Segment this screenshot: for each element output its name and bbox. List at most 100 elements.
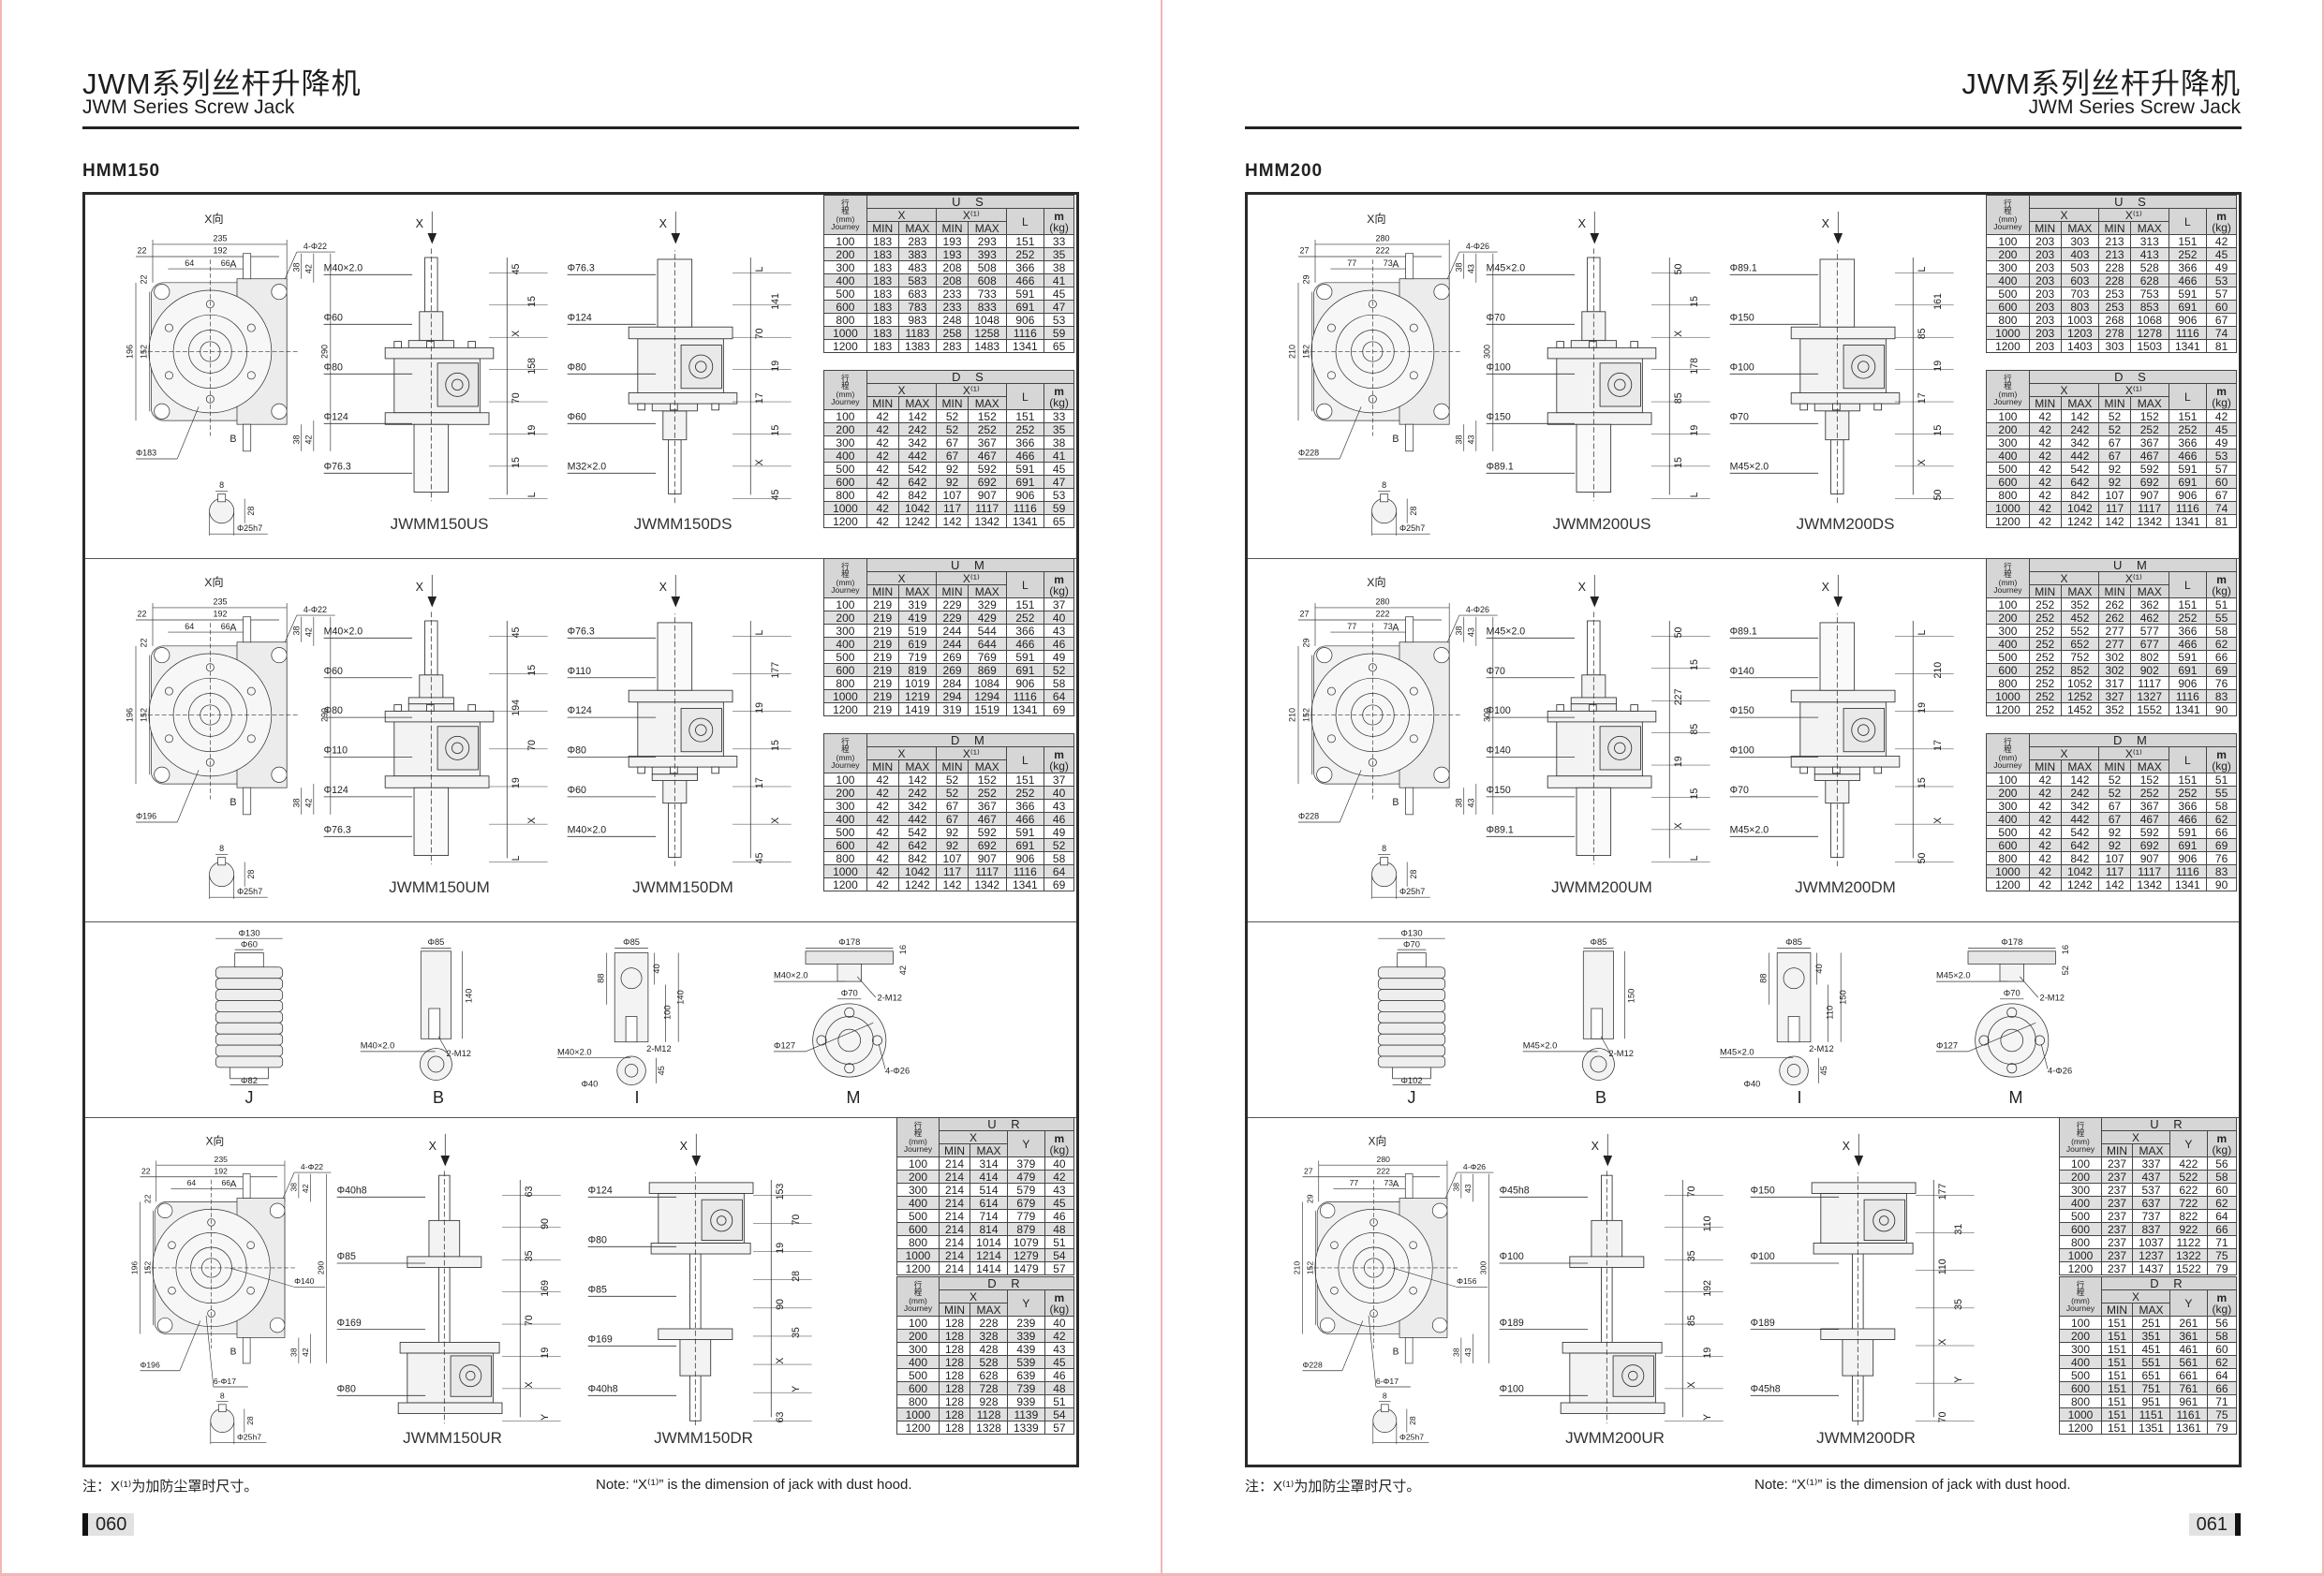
table-cell: 1117	[2129, 676, 2169, 690]
stud	[637, 403, 645, 411]
dimension-label: 66	[221, 622, 230, 631]
thread-bore	[1787, 1016, 1800, 1043]
table-cell: 906	[1005, 313, 1045, 327]
table-cell: 66	[2206, 650, 2237, 664]
table-cell: 879	[1006, 1222, 1045, 1236]
input-shaft-b	[242, 1337, 251, 1364]
table-cell: 1042	[2060, 501, 2100, 515]
page-title-cn: JWM系列丝杆升降机	[82, 67, 362, 100]
dimension-label: 16	[898, 945, 908, 954]
mass-header-line: m	[2216, 1290, 2228, 1304]
table-cell: 342	[2060, 435, 2100, 449]
shaft-section	[1372, 1408, 1398, 1433]
table-cell: 193	[936, 247, 969, 261]
l-header: L	[1005, 208, 1045, 235]
table-title: D S	[866, 370, 1075, 384]
table-cell: 366	[1005, 799, 1045, 813]
table-cell: 1341	[1005, 702, 1045, 716]
thread-bore	[428, 1008, 441, 1039]
dimension-label: A	[1392, 622, 1399, 633]
min-header: MIN	[2028, 584, 2062, 598]
table-cell: 262	[2098, 597, 2131, 611]
table-cell: 1084	[967, 676, 1007, 690]
table-cell: 542	[2060, 825, 2100, 839]
base-plate	[384, 412, 490, 425]
dimension-label: Φ70	[1487, 666, 1505, 677]
page-number: 061	[2188, 1513, 2241, 1536]
table-cell: 1128	[970, 1407, 1008, 1421]
x-header: X	[2100, 1130, 2170, 1144]
table-cell: 42	[866, 773, 899, 787]
table-cell: 45	[2206, 422, 2237, 436]
table-cell: 200	[1986, 247, 2030, 261]
table-cell: 853	[2129, 300, 2169, 314]
dimension-label: 45	[657, 1066, 666, 1075]
dimension-label: 27	[1300, 610, 1310, 619]
table-cell: 252	[2028, 611, 2062, 625]
table-cell: 300	[896, 1342, 940, 1356]
table-cell: 52	[936, 422, 969, 436]
table-cell: 500	[896, 1368, 940, 1382]
table-cell: 183	[866, 247, 899, 261]
table-cell: 42	[866, 799, 899, 813]
page-number-bar	[2235, 1513, 2241, 1536]
dimension-label: 70	[1937, 1411, 1948, 1422]
table-cell: 38	[1044, 260, 1074, 274]
table-cell: 253	[2098, 287, 2131, 301]
table-cell: 400	[896, 1355, 940, 1369]
table-cell: 219	[866, 676, 899, 690]
dimension-label: X	[1937, 1339, 1948, 1346]
table-cell: 802	[2129, 650, 2169, 664]
table-cell: 183	[866, 326, 899, 340]
x-header: X	[866, 571, 938, 585]
dimension-label: 161	[1932, 293, 1944, 310]
table-cell: 1000	[896, 1407, 940, 1421]
table-cell: 100	[1986, 234, 2030, 248]
dimension-label: M45×2.0	[1720, 1047, 1754, 1056]
jack-outline	[1790, 250, 1901, 504]
table-cell: 603	[2060, 273, 2100, 287]
table-cell: 42	[2028, 877, 2062, 891]
x1-header: X⁽¹⁾	[2098, 208, 2169, 222]
table-cell: 600	[2059, 1381, 2102, 1395]
shaft-section	[210, 1408, 235, 1433]
dimension-label: 64	[185, 622, 194, 631]
bolt-hole	[164, 323, 173, 332]
table-cell: 842	[2060, 488, 2100, 502]
table-cell: 462	[2129, 611, 2169, 625]
table-cell: 739	[1006, 1381, 1045, 1395]
dimension-line	[437, 1036, 449, 1053]
dimension-label: Φ196	[136, 812, 156, 821]
bolt-hole	[1409, 686, 1418, 696]
bore-circle	[427, 1055, 445, 1073]
bellows-fold	[215, 978, 284, 990]
journey-header-line: (mm)	[836, 752, 855, 762]
table-cell: 1203	[2060, 326, 2100, 340]
table-cell: 92	[936, 462, 969, 476]
dimension-label: 64	[187, 1178, 197, 1187]
table-cell: 52	[936, 786, 969, 800]
page-spine	[1161, 0, 1162, 1576]
stud	[1799, 403, 1808, 411]
table-cell: 252	[2028, 663, 2062, 677]
table-cell: 692	[2129, 475, 2169, 489]
dimension-label: L	[1689, 855, 1700, 861]
table-cell: 83	[2206, 689, 2237, 703]
bolt-hole	[1409, 323, 1418, 332]
table-cell: 1242	[2060, 877, 2100, 891]
table-cell: 252	[967, 786, 1007, 800]
min-header: MIN	[2098, 584, 2131, 598]
table-title: U S	[2028, 195, 2238, 209]
key-slot	[1380, 493, 1389, 503]
table-cell: 907	[2129, 488, 2169, 502]
journey-header: 行程(mm)Journey	[896, 1276, 940, 1317]
dimension-label: 38	[291, 262, 301, 272]
